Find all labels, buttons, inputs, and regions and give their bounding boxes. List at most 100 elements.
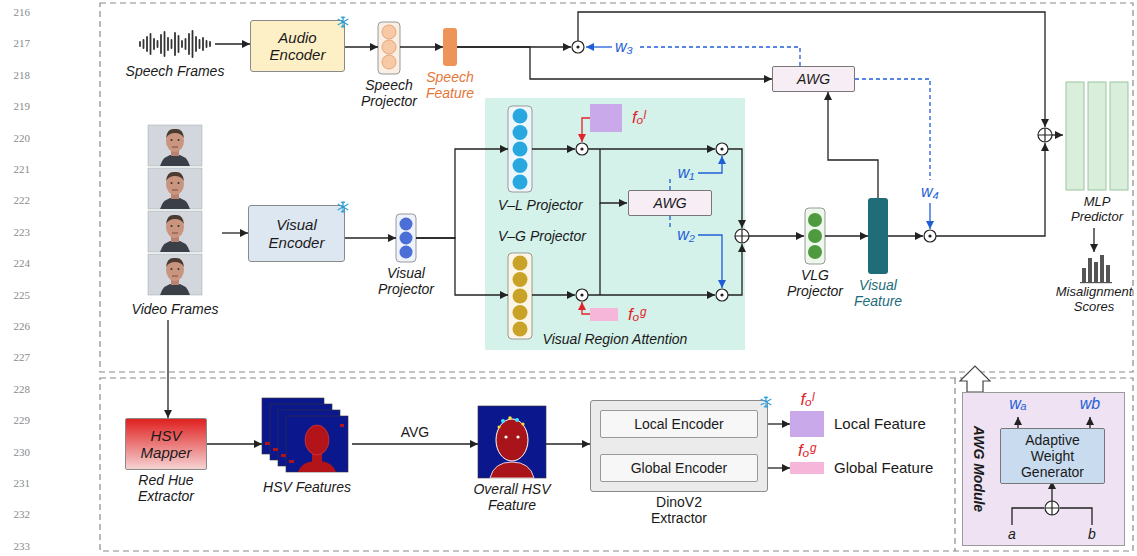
line-number: 233 xyxy=(2,540,30,553)
local-prior-square: fₒˡ xyxy=(590,104,622,132)
visual-encoder: Visual Encoder xyxy=(248,205,345,262)
vg-projector: V–G Projector xyxy=(508,253,532,339)
global-prior-bar: fₒᵍ xyxy=(590,308,618,321)
speech-frames: Speech Frames xyxy=(135,28,215,60)
weight-label: w₃ xyxy=(615,38,633,56)
node-text: Speech Frames xyxy=(115,63,235,79)
video-frames: Video Frames xyxy=(128,122,222,320)
line-number: 219 xyxy=(2,100,30,113)
global-feature: fₒᵍGlobal Feature xyxy=(790,462,824,474)
weight-label: wₐ xyxy=(1009,395,1026,413)
awg-module: AWG Module Adaptive Weight Generator xyxy=(962,392,1125,546)
weight-label: w₄ xyxy=(921,183,939,201)
overall-hsv-image xyxy=(478,406,546,478)
line-number: 232 xyxy=(2,508,30,521)
node-text: Red Hue Extractor xyxy=(121,472,211,504)
line-number: 218 xyxy=(2,69,30,82)
node-text: fₒˡ xyxy=(632,108,645,128)
frozen-icon xyxy=(336,15,350,29)
node-text: Visual Region Attention xyxy=(495,331,735,347)
connector xyxy=(825,235,868,236)
node-text: HSV Features xyxy=(252,479,362,495)
dashed-frames xyxy=(100,3,1133,551)
node-text: VLG Projector xyxy=(778,267,852,299)
node-text: Overall HSV Feature xyxy=(466,481,558,513)
line-number: 225 xyxy=(2,289,30,302)
hsv-features: HSV Features xyxy=(262,398,352,476)
node-text: fₒᵍ xyxy=(628,305,646,325)
hsv-image-stack xyxy=(262,398,348,472)
line-number: 224 xyxy=(2,257,30,270)
hollow-arrow xyxy=(960,366,990,392)
attention-panel-fill xyxy=(485,98,745,350)
score-bars-icon xyxy=(1080,255,1112,283)
line-number: 223 xyxy=(2,226,30,239)
line-number: 222 xyxy=(2,194,30,207)
mlp-bars xyxy=(1066,82,1128,190)
mlp-predictor: MLP Predictor xyxy=(1064,82,1130,228)
line-number: 231 xyxy=(2,477,30,490)
connector xyxy=(222,232,248,233)
weight-dashed-lines xyxy=(638,47,930,230)
connector xyxy=(207,443,262,444)
awg-box: AWG xyxy=(628,190,712,216)
misalignment-scores: Misalignment Scores xyxy=(1079,252,1109,282)
node-text: Misalignment Scores xyxy=(1052,285,1136,315)
line-number: 217 xyxy=(2,37,30,50)
node-text: fₒˡ xyxy=(787,390,827,410)
awg-module-fill xyxy=(962,392,1125,546)
connector xyxy=(345,237,396,238)
weight-arrows xyxy=(586,47,930,288)
weight-label: w₂ xyxy=(677,226,695,244)
line-number: 228 xyxy=(2,383,30,396)
vl-projector: V–L Projector xyxy=(508,106,532,192)
node-text: Speech Feature xyxy=(420,69,480,101)
speech-projector: Speech Projector xyxy=(378,22,400,74)
flow-lines xyxy=(457,12,1092,525)
input-label: b xyxy=(1088,526,1096,542)
node-text: Visual Encoder xyxy=(249,216,344,251)
frozen-icon xyxy=(338,201,348,212)
hsv-mapper: HSV MapperRed Hue Extractor xyxy=(125,418,207,470)
connector xyxy=(167,320,168,418)
line-number: 227 xyxy=(2,351,30,364)
projector-columns xyxy=(378,22,888,339)
node-text: Visual Projector xyxy=(369,265,443,297)
weight-label: w₁ xyxy=(678,164,695,182)
node-text: Global Encoder xyxy=(627,460,732,476)
connector xyxy=(828,92,878,198)
line-number: 221 xyxy=(2,163,30,176)
visual-feature: Visual Feature xyxy=(868,198,888,274)
line-number: 216 xyxy=(2,6,30,19)
overall-hsv-feature: Overall HSV Feature xyxy=(478,406,546,478)
node-text: HSV Mapper xyxy=(126,427,206,462)
connector xyxy=(1093,228,1094,252)
node-text: Local Feature xyxy=(834,415,926,432)
adaptive-weight-generator: Adaptive Weight Generator xyxy=(1000,428,1105,484)
speech-feature: Speech Feature xyxy=(443,28,457,66)
frozen-icon xyxy=(761,396,771,407)
connector xyxy=(215,43,250,44)
connector xyxy=(416,149,508,238)
node-text: V–L Projector xyxy=(498,197,583,213)
frozen-icon xyxy=(338,16,348,27)
line-number: 226 xyxy=(2,320,30,333)
speech-waveform xyxy=(140,31,210,57)
node-text: AWG Module xyxy=(971,426,987,512)
node-text: Adaptive Weight Generator xyxy=(1001,432,1104,480)
operators xyxy=(572,41,1059,515)
node-text: Visual Feature xyxy=(848,277,908,309)
vlg-projector: VLG Projector xyxy=(805,208,825,264)
node-text: fₒᵍ xyxy=(787,441,827,461)
node-text: Video Frames xyxy=(128,301,222,317)
connector xyxy=(352,443,478,444)
connector xyxy=(546,443,590,444)
frozen-icon xyxy=(336,200,350,214)
node-text: Global Feature xyxy=(834,459,933,476)
local-feature: fₒˡLocal Feature xyxy=(790,411,824,437)
visual-region-attention: Visual Region Attention V–L Projector fₒˡA… xyxy=(485,98,745,350)
line-number: 220 xyxy=(2,132,30,145)
node-text: Speech Projector xyxy=(352,77,426,109)
